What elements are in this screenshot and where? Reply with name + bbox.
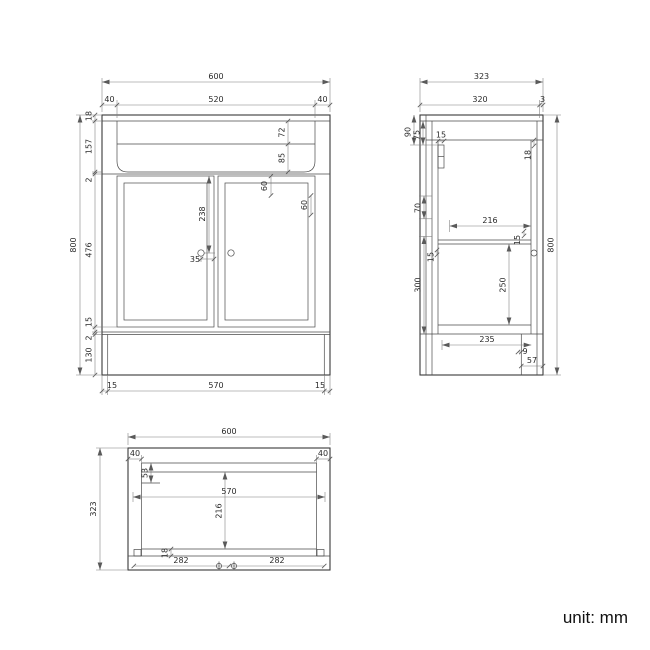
left-door-knob — [197, 249, 205, 257]
dim-label-plan-282: 282 — [173, 556, 188, 565]
dim-label-side-323: 323 — [474, 72, 489, 81]
dim-label-front-476: 476 — [85, 242, 94, 257]
dim-label-plan-600: 600 — [221, 427, 236, 436]
plan-view — [96, 433, 333, 571]
dim-label-front-60: 60 — [300, 200, 309, 210]
side-cabinet-outline — [419, 114, 544, 376]
dim-label-front-15: 15 — [315, 381, 325, 390]
dim-label-front-800: 800 — [69, 237, 78, 252]
basin-recess — [116, 121, 316, 173]
left-door-panel — [123, 182, 208, 321]
dim-label-front-570: 570 — [208, 381, 223, 390]
front-cabinet-outline — [101, 114, 331, 376]
dim-label-front-40: 40 — [104, 95, 114, 104]
dim-label-side-75: 75 — [413, 130, 422, 140]
dim-label-front-85: 85 — [278, 153, 287, 163]
left-door — [116, 175, 215, 328]
right-door — [217, 175, 316, 328]
front-view — [76, 78, 333, 395]
plan-view-geometry — [127, 447, 331, 571]
dim-label-front-15: 15 — [85, 317, 94, 327]
dim-label-side-3: 3 — [540, 95, 545, 104]
dim-label-plan-570: 570 — [221, 487, 236, 496]
side-view — [410, 78, 561, 376]
dim-label-plan-18: 18 — [161, 548, 170, 558]
dim-label-side-216: 216 — [482, 216, 497, 225]
side-view-dimension-lines — [410, 78, 561, 376]
dim-label-side-15: 15 — [513, 235, 522, 245]
right-door-panel — [224, 182, 309, 321]
dim-label-plan-282: 282 — [269, 556, 284, 565]
dim-label-side-250: 250 — [499, 277, 508, 292]
dim-label-side-18: 18 — [524, 150, 533, 160]
dim-label-plan-40: 40 — [318, 449, 328, 458]
dim-label-side-15: 15 — [427, 252, 436, 262]
unit-label: unit: mm — [562, 608, 628, 627]
plan-right-leg — [316, 549, 325, 557]
dim-label-side-57: 57 — [527, 356, 537, 365]
front-view-geometry — [101, 114, 331, 376]
dimension-labels-layer: 600 40 520 40 18 157 2 476 15 2 130 800 72 85 60 60 238 3… — [69, 72, 556, 565]
dim-label-front-72: 72 — [278, 127, 287, 137]
dim-label-side-9: 9 — [522, 347, 527, 356]
dim-label-plan-40: 40 — [130, 449, 140, 458]
dim-label-plan-53: 53 — [141, 468, 150, 478]
dim-label-plan-323: 323 — [89, 501, 98, 516]
dim-label-front-40: 40 — [317, 95, 327, 104]
right-door-knob — [227, 249, 235, 257]
dim-label-front-35: 35 — [190, 255, 200, 264]
fixing-bolt-icon — [231, 561, 237, 571]
dim-label-front-157: 157 — [85, 139, 94, 154]
dim-label-front-238: 238 — [198, 206, 207, 221]
front-view-dimension-lines — [76, 78, 333, 395]
dim-label-front-18: 18 — [85, 111, 94, 121]
fixing-bolt-icon — [216, 561, 222, 571]
dim-label-side-320: 320 — [472, 95, 487, 104]
dim-label-side-70: 70 — [414, 203, 423, 213]
plan-view-dimension-lines — [96, 433, 333, 571]
dim-label-side-235: 235 — [479, 335, 494, 344]
plan-left-leg — [133, 549, 142, 557]
dim-label-plan-216: 216 — [215, 503, 224, 518]
plan-cabinet-outline — [127, 447, 331, 571]
dim-label-side-800: 800 — [547, 237, 556, 252]
dim-label-front-60: 60 — [260, 181, 269, 191]
dim-label-side-90: 90 — [404, 127, 413, 137]
dim-label-front-2: 2 — [85, 335, 94, 340]
dim-label-side-15: 15 — [436, 131, 446, 140]
dim-label-front-2: 2 — [85, 177, 94, 182]
side-door-knob — [530, 249, 538, 257]
dim-label-front-130: 130 — [85, 347, 94, 362]
dim-label-front-15: 15 — [107, 381, 117, 390]
dim-label-side-300: 300 — [414, 277, 423, 292]
dim-label-front-520: 520 — [208, 95, 223, 104]
dim-label-front-600: 600 — [208, 72, 223, 81]
